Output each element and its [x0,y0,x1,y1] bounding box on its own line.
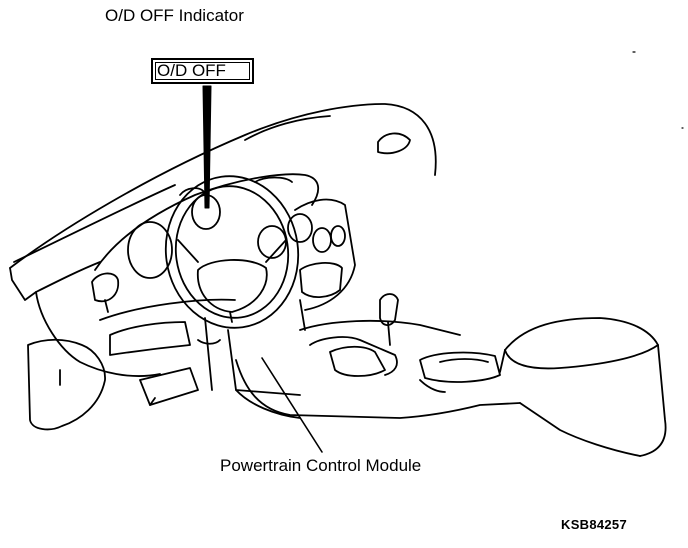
center-console [235,293,521,419]
leader-lines [202,85,323,453]
steering-column [197,317,301,396]
dashboard-left [27,261,236,431]
od-off-indicator-label: O/D OFF [157,61,226,80]
pcm-leader-line [261,357,323,453]
figure-reference-code: KSB84257 [561,517,627,532]
steering-wheel [164,175,300,329]
dashboard-top [9,103,437,301]
armrest [499,317,667,457]
stray-marks [632,51,684,129]
od-off-leader-line [202,85,212,209]
center-stack [294,198,356,331]
od-off-indicator-box [151,58,254,84]
diagram-title: O/D OFF Indicator [105,6,244,25]
pcm-label: Powertrain Control Module [220,456,422,475]
